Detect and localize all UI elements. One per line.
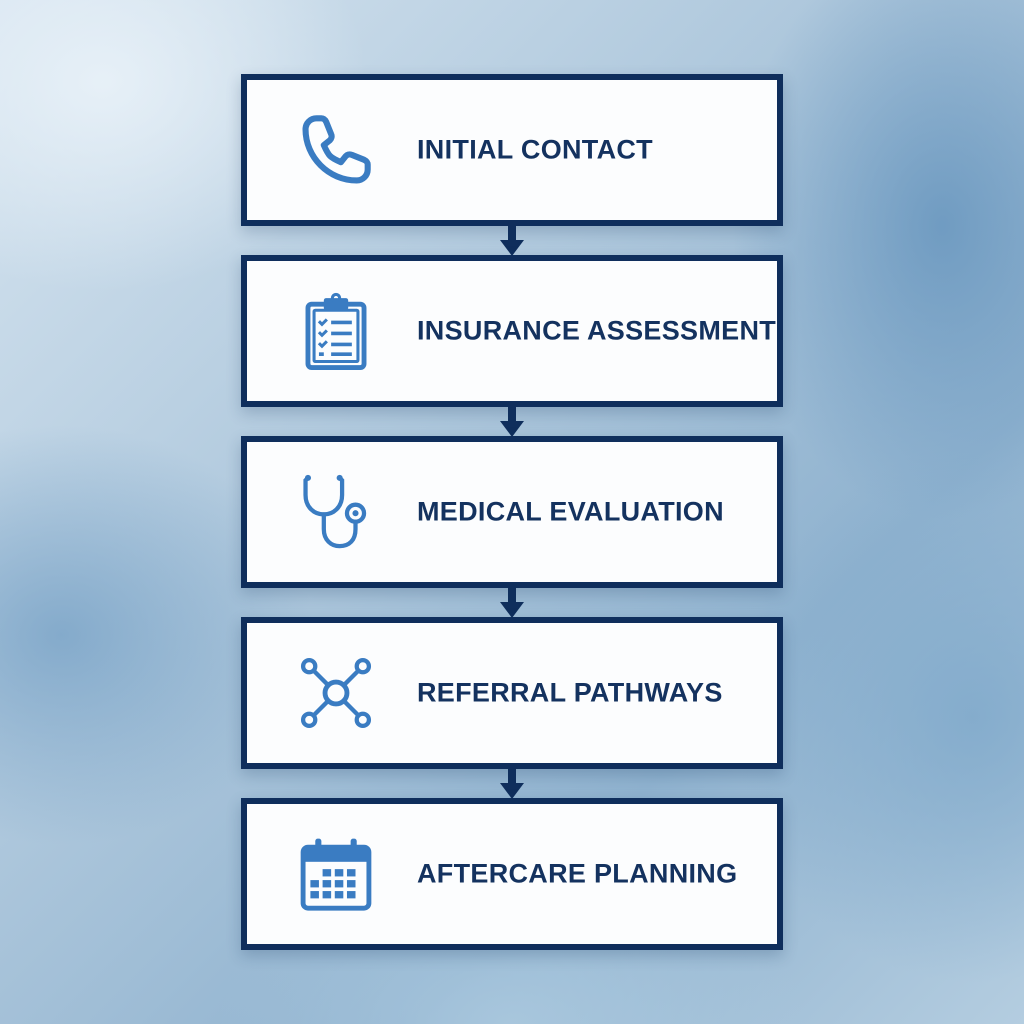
clipboard-checklist-icon bbox=[297, 292, 375, 370]
phone-icon bbox=[297, 111, 375, 189]
step-aftercare-planning: AFTERCARE PLANNING bbox=[241, 798, 783, 950]
flow-arrow bbox=[500, 767, 524, 801]
step-insurance-assessment: INSURANCE ASSESSMENT bbox=[241, 255, 783, 407]
step-initial-contact: INITIAL CONTACT bbox=[241, 74, 783, 226]
flow-arrow bbox=[500, 224, 524, 258]
stethoscope-icon bbox=[297, 473, 375, 551]
flow-arrow bbox=[500, 586, 524, 620]
flow-arrow bbox=[500, 405, 524, 439]
step-label: INITIAL CONTACT bbox=[417, 134, 653, 165]
calendar-icon bbox=[297, 835, 375, 913]
network-nodes-icon bbox=[297, 654, 375, 732]
step-label: INSURANCE ASSESSMENT bbox=[417, 315, 777, 346]
step-referral-pathways: REFERRAL PATHWAYS bbox=[241, 617, 783, 769]
step-label: AFTERCARE PLANNING bbox=[417, 858, 738, 889]
step-medical-evaluation: MEDICAL EVALUATION bbox=[241, 436, 783, 588]
step-label: MEDICAL EVALUATION bbox=[417, 496, 724, 527]
step-label: REFERRAL PATHWAYS bbox=[417, 677, 723, 708]
